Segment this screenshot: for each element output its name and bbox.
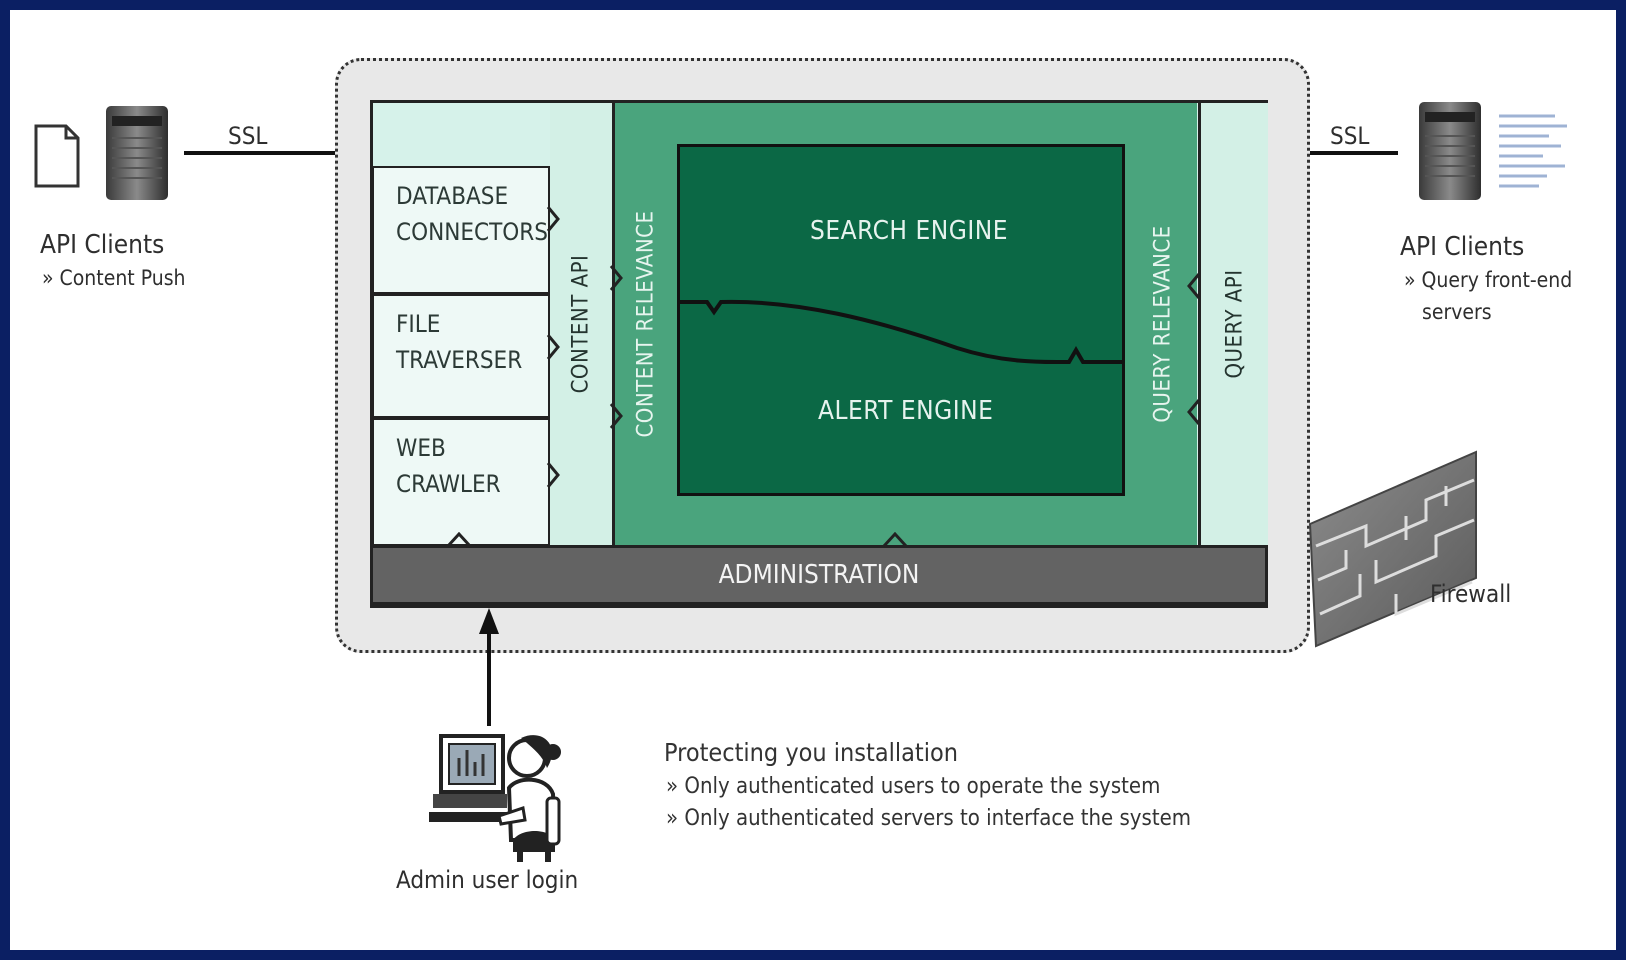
file-traverser-box: FILE TRAVERSER [372, 294, 550, 418]
administration-bar: ADMINISTRATION [370, 545, 1268, 605]
admin-user-label: Admin user login [396, 866, 579, 894]
firewall-icon [1308, 450, 1477, 648]
webpage-icon [1499, 114, 1567, 188]
left-ssl-label: SSL [228, 122, 268, 150]
admin-user-icon [429, 734, 561, 862]
left-client-subtitle: » Content Push [42, 266, 186, 290]
search-engine-label: SEARCH ENGINE [810, 216, 1009, 246]
right-client-title: API Clients [1400, 232, 1525, 262]
server-icon [106, 106, 168, 200]
content-api-notches [609, 265, 623, 429]
connector-line: CONNECTORS [396, 218, 548, 246]
firewall-label: Firewall [1430, 580, 1512, 608]
query-api-label: QUERY API [1222, 269, 1247, 379]
content-api-strip: CONTENT API [550, 103, 615, 545]
admin-notch [446, 532, 472, 548]
document-icon [34, 124, 80, 188]
left-client-title: API Clients [40, 230, 165, 260]
admin-up-arrow [479, 608, 499, 726]
connector-line: CRAWLER [396, 470, 501, 498]
alert-engine-label: ALERT ENGINE [818, 396, 994, 426]
engine-divider-curve [680, 299, 1123, 365]
server-icon [1419, 102, 1481, 200]
admin-notch [882, 532, 908, 548]
content-relevance-strip: CONTENT RELEVANCE [618, 103, 674, 545]
diagram-canvas: API Clients » Content Push SSL API Clien… [10, 10, 1616, 950]
query-relevance-label: QUERY RELEVANCE [1150, 225, 1176, 423]
connector-line: WEB [396, 434, 446, 462]
web-crawler-box: WEB CRAWLER [372, 418, 550, 546]
connector-line: FILE [396, 310, 441, 338]
notes-bullet: » Only authenticated servers to interfac… [666, 806, 1192, 831]
engine-box [677, 144, 1125, 496]
query-api-strip: QUERY API [1198, 103, 1268, 545]
notes-title: Protecting you installation [664, 738, 958, 767]
right-client-subtitle-2: servers [1422, 300, 1492, 324]
right-ssl-label: SSL [1330, 122, 1370, 150]
connector-notches [546, 206, 560, 488]
right-client-subtitle: » Query front-end [1404, 268, 1573, 292]
connector-line: TRAVERSER [396, 346, 523, 374]
query-api-notches [1187, 273, 1201, 425]
connector-line: DATABASE [396, 182, 509, 210]
query-relevance-strip: QUERY RELEVANCE [1132, 103, 1194, 545]
content-relevance-label: CONTENT RELEVANCE [633, 210, 659, 438]
content-api-label: CONTENT API [568, 254, 594, 394]
notes-bullet: » Only authenticated users to operate th… [666, 774, 1161, 799]
database-connectors-box: DATABASE CONNECTORS [372, 166, 550, 294]
